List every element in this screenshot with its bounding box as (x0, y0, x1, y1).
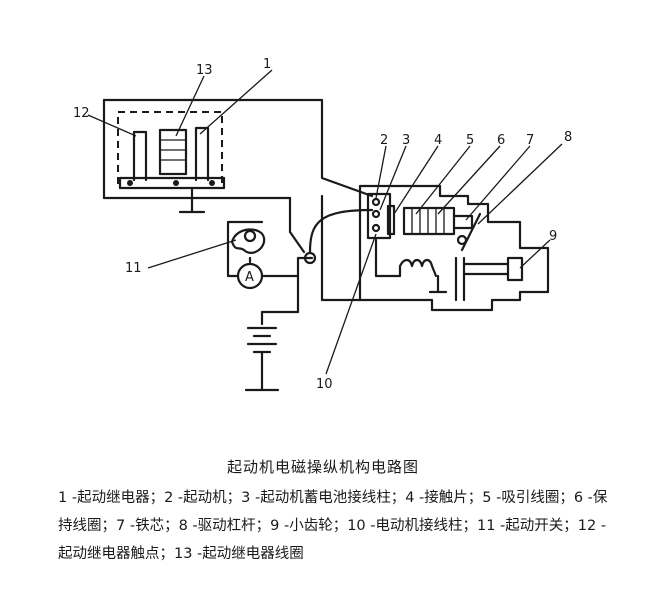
starter-motor (358, 184, 550, 312)
label-11: 11 (125, 261, 142, 276)
label-4: 4 (434, 133, 442, 148)
relay-coil (158, 128, 188, 176)
ammeter-symbol: A (245, 270, 254, 285)
label-7: 7 (526, 133, 534, 148)
starter-relay (102, 98, 374, 214)
battery (244, 274, 300, 392)
relay-contact (132, 130, 148, 182)
label-5: 5 (466, 133, 474, 148)
label-3: 3 (402, 133, 410, 148)
label-13: 13 (196, 63, 213, 78)
label-9: 9 (549, 229, 557, 244)
starter-circuit-diagram: 1 13 12 11 A (73, 57, 572, 392)
terminal-block (366, 192, 392, 240)
ammeter: A (236, 262, 264, 290)
figure-title: 起动机电磁操纵机构电路图 (226, 458, 419, 476)
contact-plate (386, 204, 396, 236)
label-2: 2 (380, 133, 388, 148)
label-1: 1 (263, 57, 271, 72)
label-6: 6 (497, 133, 505, 148)
label-10: 10 (316, 377, 333, 392)
label-12: 12 (73, 106, 90, 121)
solenoid-coils (402, 206, 456, 236)
figure-legend: 1 -起动继电器；2 -起动机；3 -起动机蓄电池接线柱；4 -接触片；5 -吸… (58, 490, 608, 562)
starter-switch (226, 220, 266, 264)
label-8: 8 (564, 130, 572, 145)
pinion-gear (506, 256, 524, 282)
